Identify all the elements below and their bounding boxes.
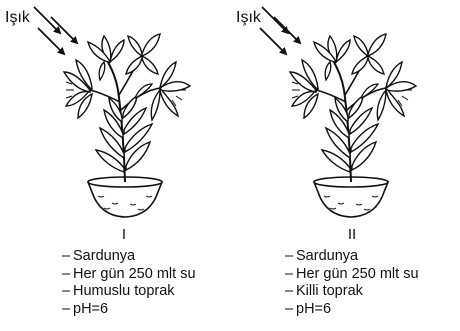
light-arrow [262, 7, 288, 33]
condition-list: –Sardunya –Her gün 250 mlt su –Humuslu t… [62, 248, 196, 318]
panel-numeral: I [114, 226, 134, 243]
condition-item: –Her gün 250 mlt su [285, 266, 419, 284]
condition-item: –Sardunya [285, 248, 419, 266]
condition-item: –Her gün 250 mlt su [62, 266, 196, 284]
light-arrow [51, 17, 77, 43]
condition-item: –Sardunya [62, 248, 196, 266]
light-arrow [260, 28, 286, 54]
light-arrow [274, 17, 300, 43]
condition-item: –pH=6 [285, 301, 419, 319]
condition-item: –pH=6 [62, 301, 196, 319]
geranium-plant [290, 34, 416, 217]
condition-list: –Sardunya –Her gün 250 mlt su –Killi top… [285, 248, 419, 318]
plant-panel-2: Işık II –Sardunya –Her gün 250 mlt su –K… [230, 0, 460, 331]
plant-panel-1: Işık I –Sardunya –Her gün 250 mlt su –Hu… [0, 0, 230, 331]
condition-item: –Killi toprak [285, 283, 419, 301]
plant-illustration [230, 0, 460, 224]
geranium-plant [64, 34, 190, 217]
panel-numeral: II [342, 226, 362, 243]
condition-item: –Humuslu toprak [62, 283, 196, 301]
plant-illustration [0, 0, 230, 224]
